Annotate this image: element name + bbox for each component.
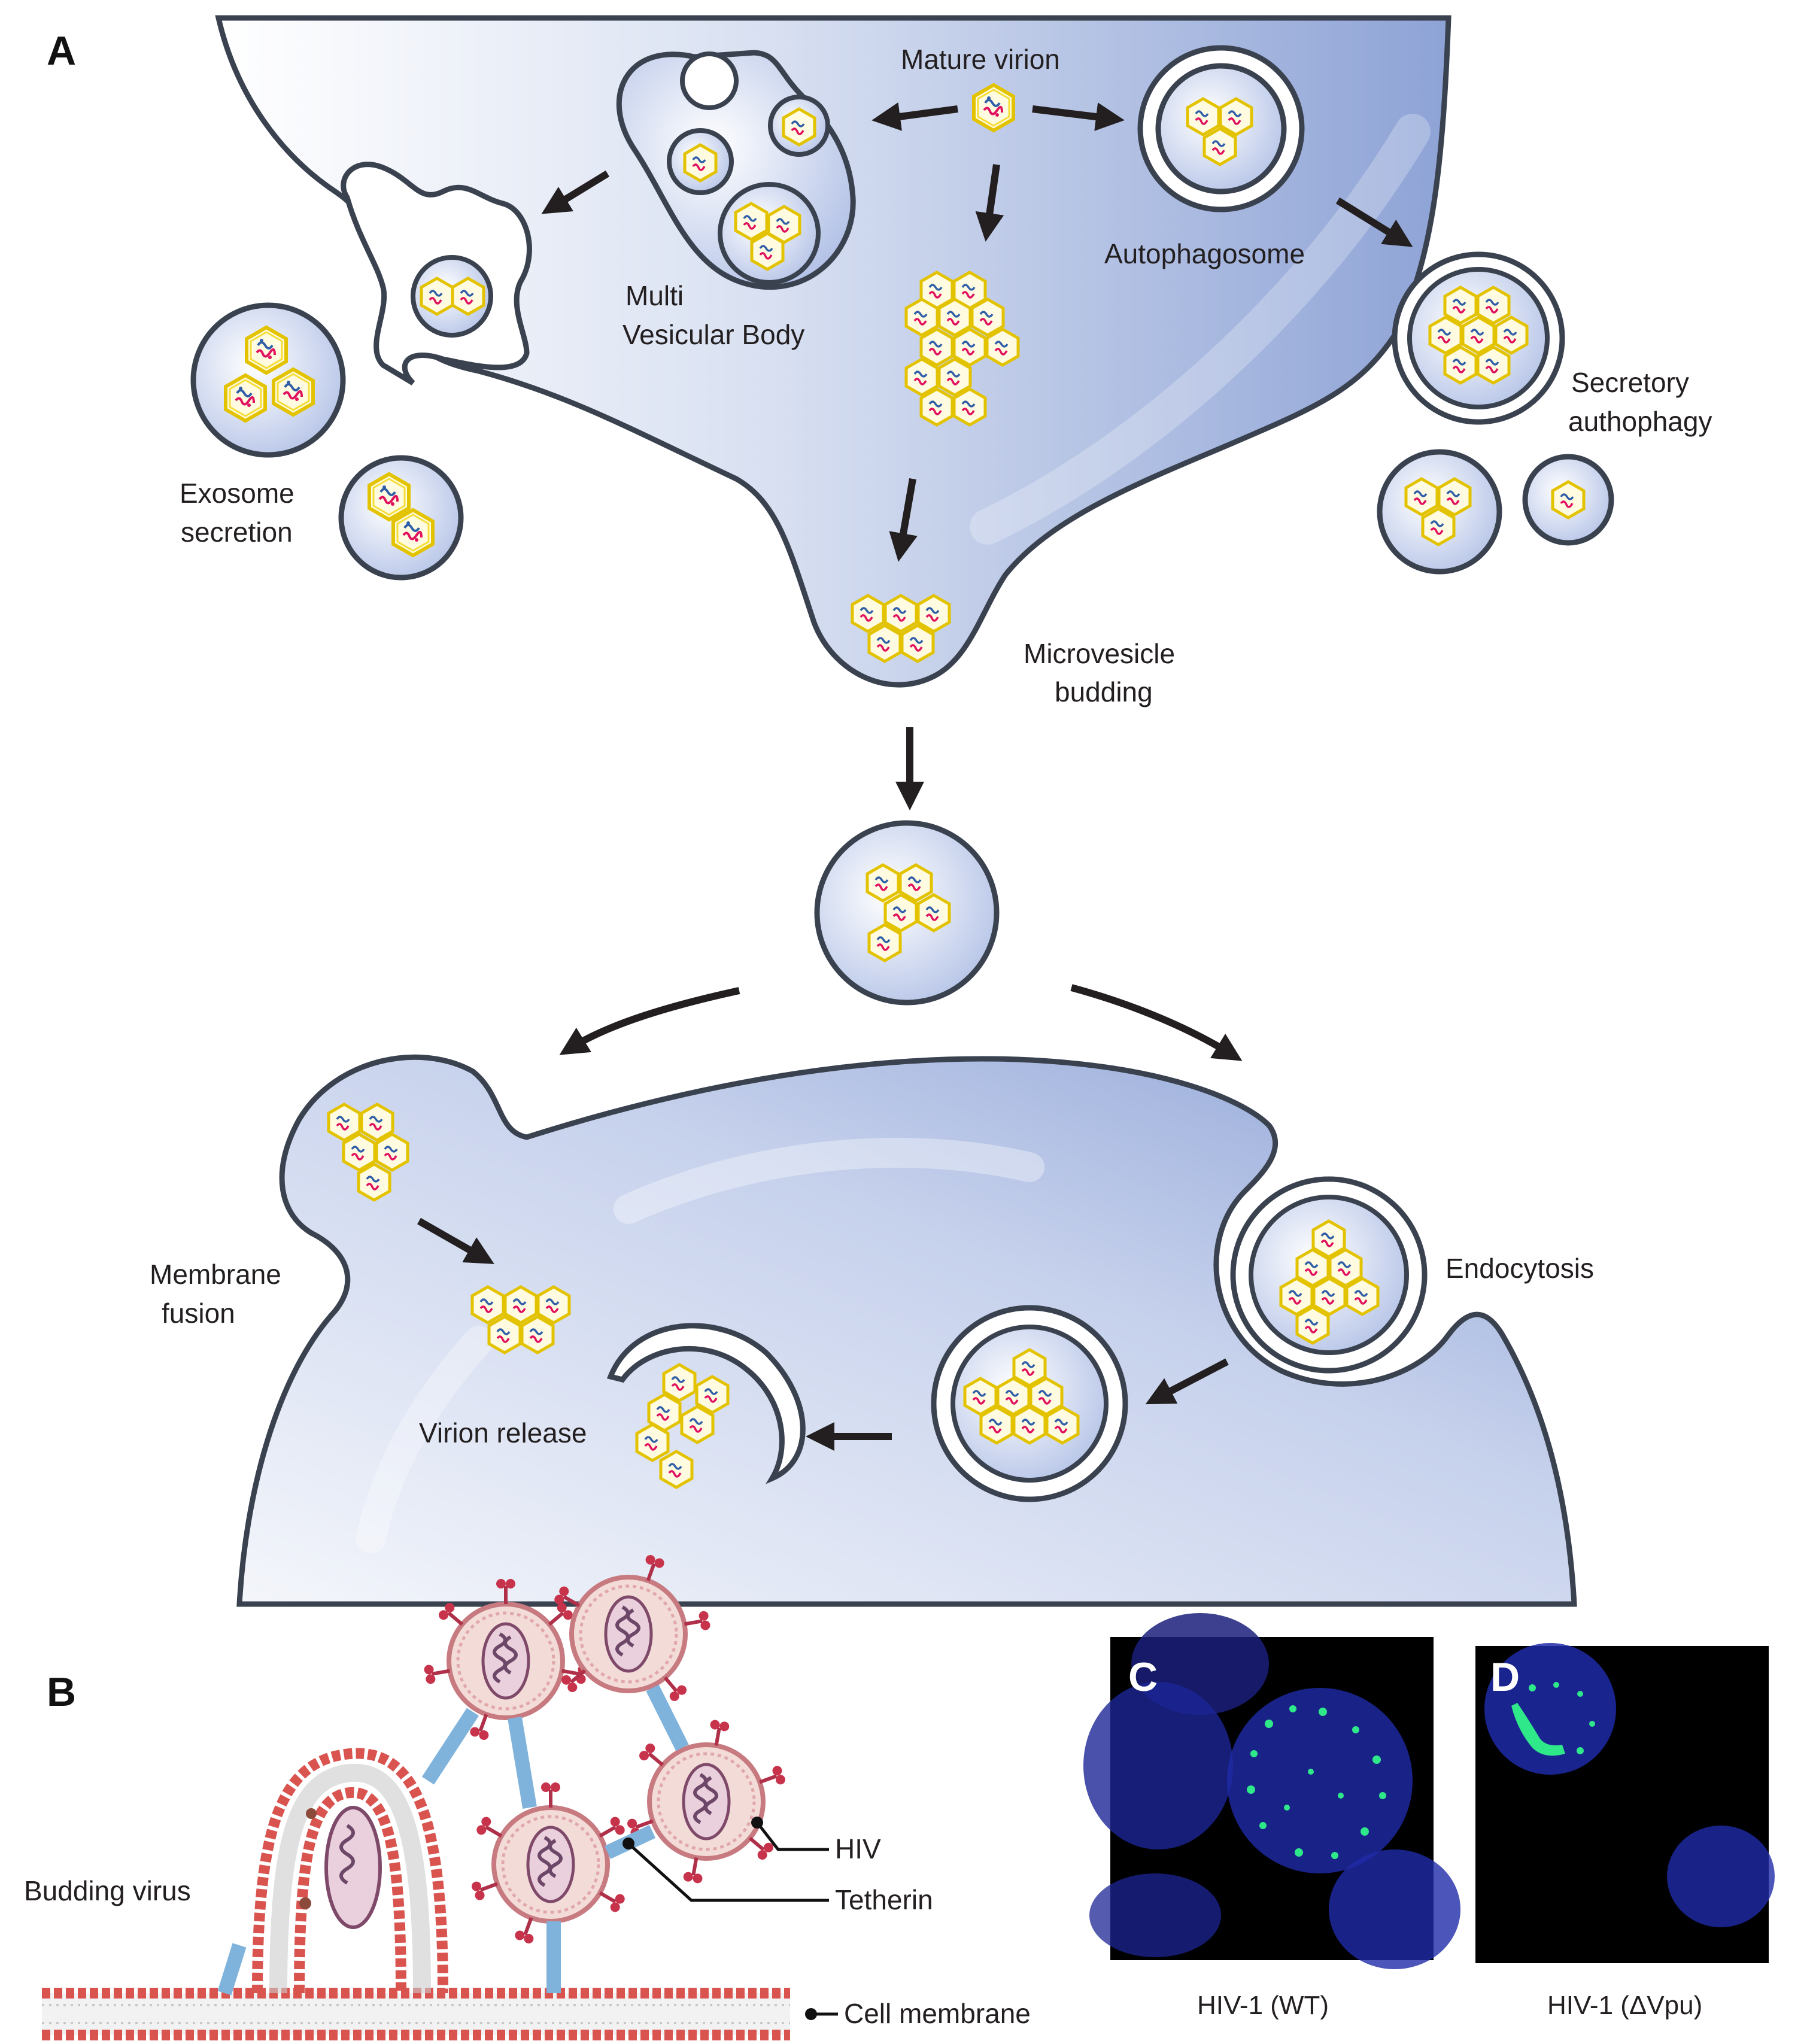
secretory-label-line1: Secretory [1571,367,1689,398]
virion-release-vesicle [606,1323,806,1487]
arrow-to-fusion [559,987,740,1055]
lower-cell-glare-2 [356,1326,494,1553]
arrow-to-secretory [1335,197,1413,247]
mature-virion-icon [974,85,1013,130]
arrow-fusion-inward [417,1217,494,1264]
panel-label-b: B [47,1669,76,1715]
tetherin-link-1 [421,1708,479,1785]
panel-label-d: D [1490,1654,1520,1700]
free-microvesicle [814,820,1000,1006]
hiv-pointer-line [756,1821,829,1851]
microvesicle-label-line1: Microvesicle [1024,638,1175,669]
tetherin-link-3 [508,1717,537,1809]
mature-virion-label: Mature virion [901,44,1060,75]
endocytic-vesicle [1230,1176,1428,1374]
late-endosome [931,1305,1128,1502]
autophagosome [1137,45,1305,212]
exosome-pocket [341,162,532,385]
lipid-bilayer [42,1988,790,2040]
hiv-label: HIV [835,1833,881,1864]
micrograph-d [1475,1643,1775,1963]
tetherin-label: Tetherin [835,1884,933,1915]
hiv-particle-1 [423,1579,588,1741]
budding-virus-label: Budding virus [24,1875,191,1906]
budding-membrane [252,1748,448,1994]
autophagosome-label: Autophagosome [1104,238,1305,269]
arrow-to-autophagosome [1032,102,1125,131]
arrow-to-endocytosis [1070,984,1243,1061]
arrow-to-late-endosome [1145,1358,1229,1405]
secretory-vesicle-1 [1392,251,1565,425]
hiv-particle-3 [626,1719,786,1884]
tetherin-link-2 [646,1684,689,1751]
virion-release-label: Virion release [419,1417,587,1448]
hiv-particle-4 [470,1782,627,1945]
exosome-label-line2: secretion [181,517,293,548]
mvb-label-line2: Vesicular Body [622,319,804,350]
mvb-label-line1: Multi [625,280,684,311]
lower-cell-body [236,1054,1577,1607]
panel-label-c: C [1128,1654,1158,1700]
exosome-label-line1: Exosome [180,478,294,509]
arrow-to-microvesicle [889,478,918,562]
secretory-label-line2: authophagy [1568,406,1712,437]
arrow-to-exosome [541,170,610,214]
tetherin-bud-left [217,1943,247,1996]
panel-label-a: A [47,28,76,74]
micrograph-c [1083,1613,1460,1969]
endocytosis-label: Endocytosis [1446,1253,1594,1284]
cell-glare [970,114,1431,545]
membrane-fusion-label-line2: fusion [162,1298,235,1329]
membrane-fusion-label-line1: Membrane [150,1259,281,1290]
secretory-vesicle-2 [1377,449,1502,575]
arrow-to-cluster [975,164,1004,242]
secretory-vesicle-3 [1522,454,1614,546]
exosome-vesicle-2 [338,455,464,581]
lower-cell-glare [614,1137,1044,1224]
multivesicular-body [616,50,856,290]
arrow-to-mvb [871,102,958,131]
cell-membrane-label: Cell membrane [844,1998,1031,2029]
caption-c: HIV-1 (WT) [1197,1991,1329,2020]
caption-d: HIV-1 (ΔVpu) [1547,1991,1702,2020]
microvesicle-label-line2: budding [1055,676,1153,707]
exosome-vesicle-1 [190,302,346,458]
tetherin-pointer-line [627,1842,829,1902]
